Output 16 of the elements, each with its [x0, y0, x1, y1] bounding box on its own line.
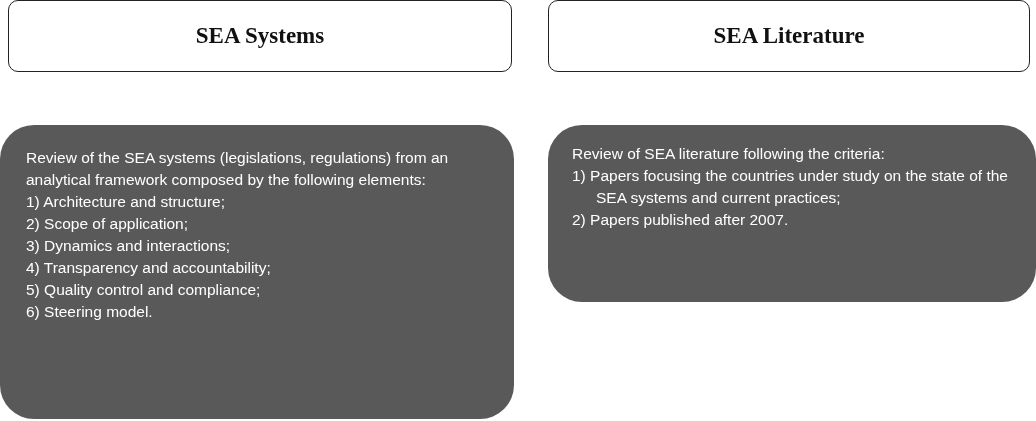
intro-text: Review of SEA literature following the criteria: [572, 144, 886, 164]
header-title: SEA Literature [713, 23, 865, 49]
list-item: 3) Dynamics and interactions; [26, 236, 232, 256]
list-item: 6) Steering model. [26, 302, 154, 322]
description-panel [548, 125, 1036, 302]
list-item: 1) Papers focusing the countries under study on the state of the SEA systems and current practices; [572, 166, 1009, 208]
header-title: SEA Systems [195, 23, 325, 49]
list-item: 1) Architecture and structure; [26, 192, 226, 212]
header-box [548, 0, 1030, 72]
description-panel [0, 125, 514, 419]
list-item: 2) Papers published after 2007. [572, 210, 790, 230]
list-item: 5) Quality control and compliance; [26, 280, 262, 300]
header-box [8, 0, 512, 72]
intro-text: Review of the SEA systems (legislations, regulations) from an analytical framework composed by the following elements: [26, 148, 450, 190]
list-item: 4) Transparency and accountability; [26, 258, 272, 278]
list-item: 2) Scope of application; [26, 214, 189, 234]
